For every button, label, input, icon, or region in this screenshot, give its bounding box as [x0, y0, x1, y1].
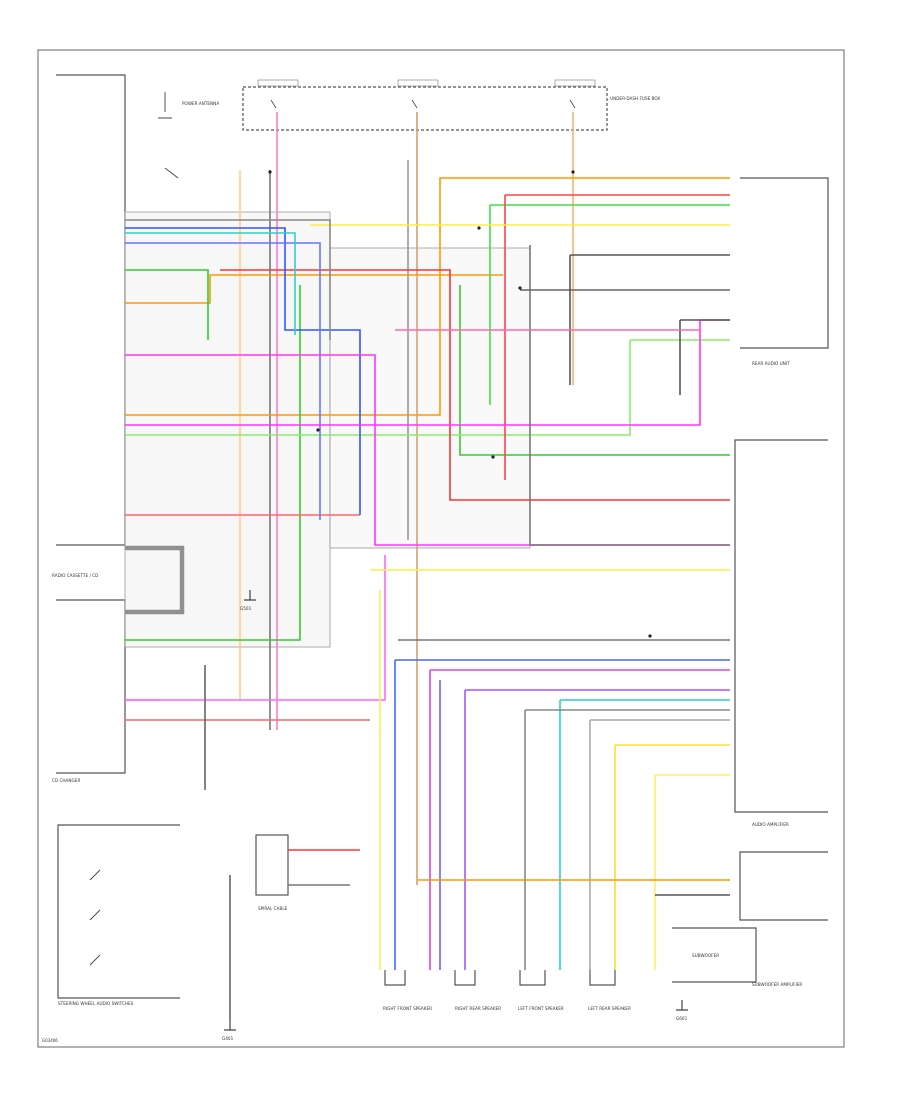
cd-changer-label: CD CHANGER — [52, 778, 80, 783]
fuse-box-label: UNDER-DASH FUSE BOX — [610, 96, 660, 101]
splices — [268, 170, 652, 638]
fuse-box: UNDER-DASH FUSE BOX — [242, 79, 660, 131]
shielded-cable — [125, 545, 185, 615]
diagram-frame — [37, 49, 845, 1048]
rear-audio-unit: REAR AUDIO UNIT — [740, 177, 829, 366]
spiral-cable-unit: SPIRAL CABLE — [255, 834, 289, 911]
spiral-cable-label: SPIRAL CABLE — [258, 906, 288, 911]
cd-changer-unit: CD CHANGER — [52, 599, 126, 783]
subwoofer-label: SUBWOOFER — [692, 953, 719, 958]
rear-audio-label: REAR AUDIO UNIT — [752, 361, 790, 366]
radio-cassette-unit: RADIO CASSETTE / CD — [52, 74, 126, 578]
amplifier-label: AUDIO AMPLIFIER — [752, 822, 789, 827]
right-front-speaker-label: RIGHT FRONT SPEAKER — [383, 1006, 432, 1011]
power-antenna: POWER ANTENNA — [158, 92, 219, 179]
harness-box-2 — [329, 247, 531, 549]
ground-g501: G501 — [240, 606, 252, 611]
speakers: RIGHT FRONT SPEAKER RIGHT REAR SPEAKER L… — [383, 970, 631, 1011]
left-front-speaker-label: LEFT FRONT SPEAKER — [518, 1006, 564, 1011]
steering-switch-label: STEERING WHEEL AUDIO SWITCHES — [58, 1001, 134, 1006]
right-rear-speaker-label: RIGHT REAR SPEAKER — [455, 1006, 501, 1011]
power-antenna-label: POWER ANTENNA — [182, 101, 219, 106]
ground-g401: G401 — [222, 1036, 234, 1041]
harness-box — [124, 211, 331, 648]
left-rear-speaker-label: LEFT REAR SPEAKER — [588, 1006, 631, 1011]
grounds: G401 G501 G601 — [222, 590, 688, 1041]
sub-amplifier-label: SUBWOOFER AMPLIFIER — [752, 982, 802, 987]
steering-switch-box: STEERING WHEEL AUDIO SWITCHES — [57, 824, 180, 1006]
sub-amplifier-unit: SUBWOOFER AMPLIFIER — [739, 851, 828, 987]
subwoofer-unit: SUBWOOFER — [672, 927, 757, 983]
ground-g601: G601 — [676, 1016, 688, 1021]
amplifier-unit: AUDIO AMPLIFIER — [734, 439, 828, 827]
wire-bundle — [125, 112, 730, 1020]
radio-cassette-label: RADIO CASSETTE / CD — [52, 573, 98, 578]
figure-code: G03406 — [42, 1038, 58, 1043]
